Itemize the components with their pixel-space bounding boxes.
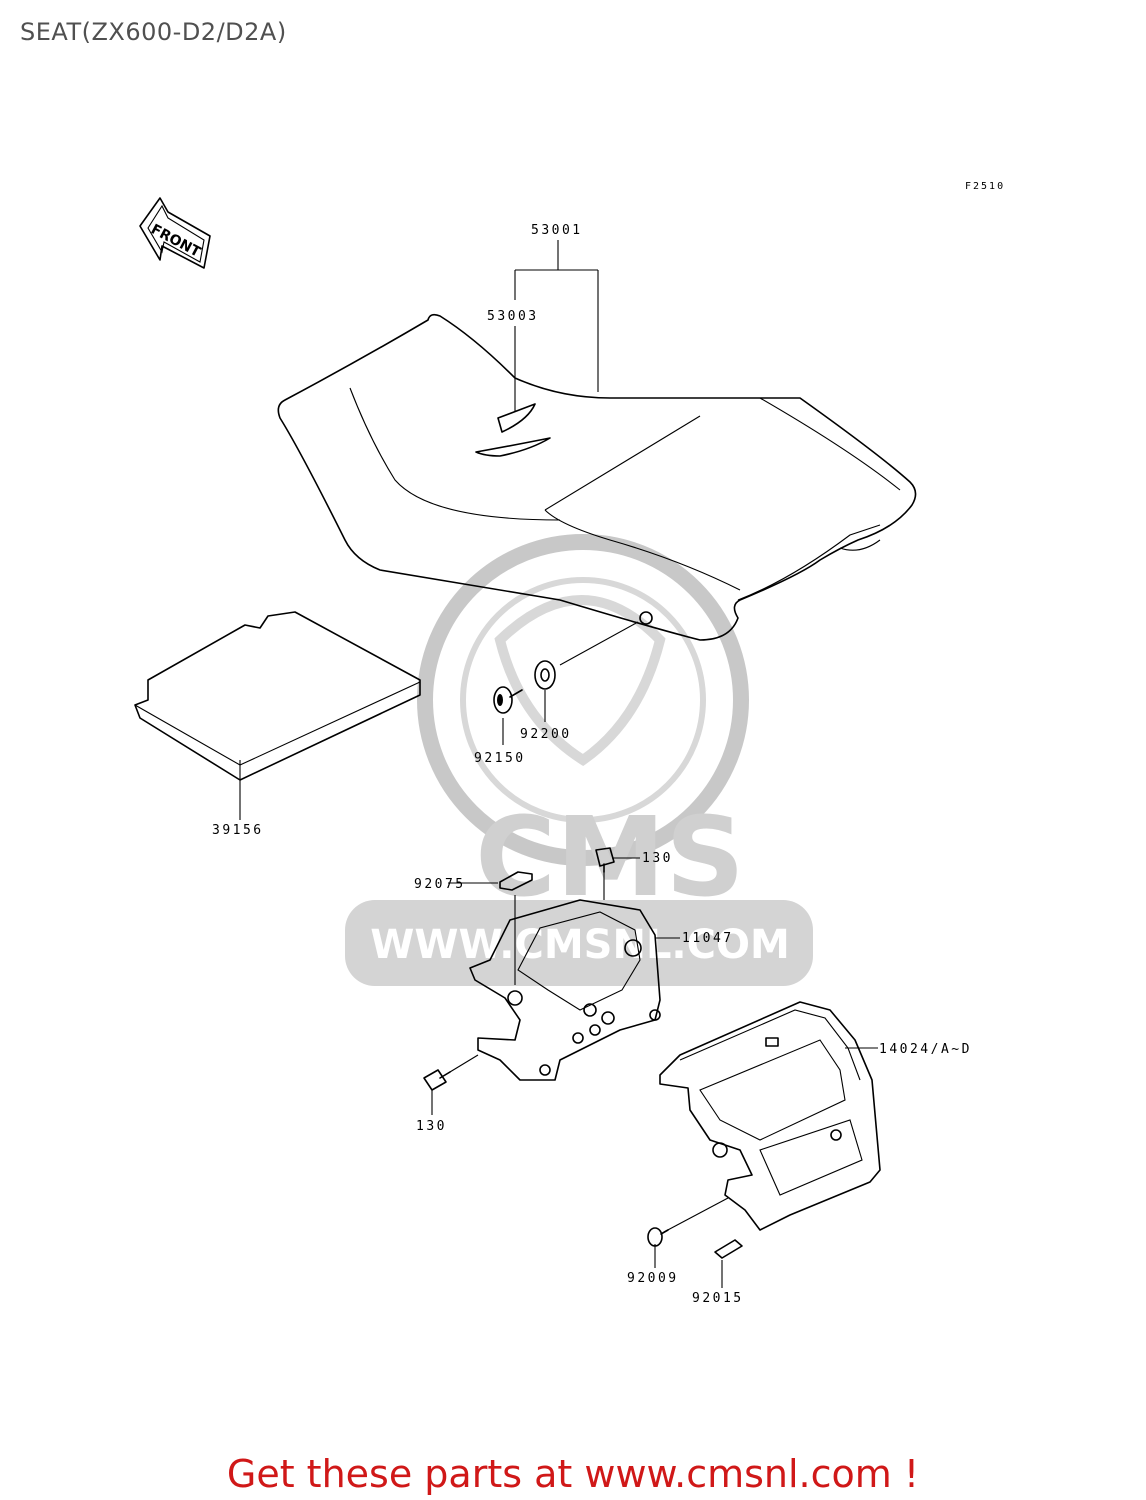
label-11047: 11047 <box>682 931 734 946</box>
front-arrow-icon: FRONT <box>139 197 211 269</box>
bracket-11047 <box>469 899 661 1081</box>
clip-92015 <box>714 1239 743 1259</box>
watermark-url: WWW.CMSNL.COM <box>370 922 790 968</box>
pad-39156 <box>134 611 421 781</box>
bolt-130-upper <box>595 847 615 873</box>
label-130-lower: 130 <box>416 1119 447 1134</box>
label-92075: 92075 <box>414 877 466 892</box>
bolt-130-lower <box>423 1069 451 1091</box>
label-92200: 92200 <box>520 727 572 742</box>
leader-lines <box>239 240 878 1288</box>
label-92150: 92150 <box>474 751 526 766</box>
label-53001: 53001 <box>531 223 583 238</box>
label-130-upper: 130 <box>642 851 673 866</box>
figure-code: F2510 <box>965 181 1005 192</box>
seat-53001 <box>277 313 917 641</box>
label-92009: 92009 <box>627 1271 679 1286</box>
label-53003: 53003 <box>487 309 539 324</box>
page-title: SEAT(ZX600-D2/D2A) <box>20 18 287 46</box>
pad-92075 <box>499 871 533 891</box>
case-14024 <box>659 1001 881 1231</box>
label-92015: 92015 <box>692 1291 744 1306</box>
label-39156: 39156 <box>212 823 264 838</box>
rivet-92150 <box>493 686 523 714</box>
watermark: WWW.CMSNL.COM CMS <box>345 534 813 986</box>
label-14024: 14024/A~D <box>879 1042 972 1057</box>
watermark-logo: CMS <box>475 793 744 921</box>
part-labels: 53001 53003 39156 92150 92200 130 92075 … <box>212 223 972 1306</box>
footer-cta[interactable]: Get these parts at www.cmsnl.com ! <box>226 1452 920 1496</box>
screw-92009 <box>647 1227 669 1247</box>
collar-92200 <box>534 660 556 690</box>
